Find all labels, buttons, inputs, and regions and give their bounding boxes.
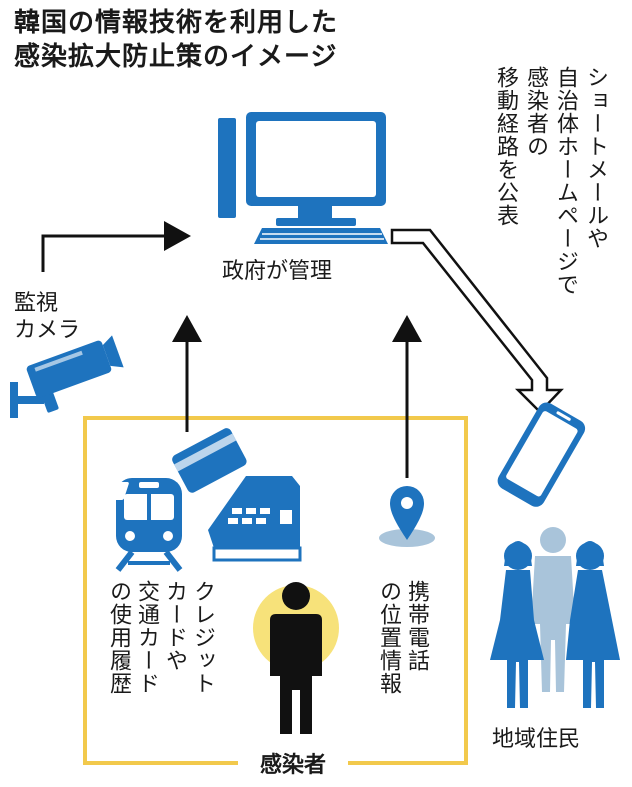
camera-label-line-1: 監視 (14, 291, 59, 316)
computer-icon (218, 112, 388, 244)
train-icon (115, 478, 183, 572)
diagram-title: 韓国の情報技術を利用した 感染拡大防止策のイメージ (14, 6, 338, 74)
location-pin-icon (379, 486, 435, 547)
publish-arrow (390, 228, 564, 414)
infected-person-icon (253, 582, 339, 734)
residents-label: 地域住民 (492, 727, 581, 752)
camera-label-line-2: カメラ (14, 318, 81, 343)
phone-location-text: 携帯電話 の位置情報 (376, 580, 429, 695)
card-terminal-icon (88, 476, 302, 562)
camera-to-government-arrow (41, 221, 191, 272)
smartphone-icon (497, 402, 586, 507)
title-line-2: 感染拡大防止策のイメージ (14, 42, 338, 72)
card-usage-history-text: クレジット カードや 交通カード の使用履歴 (106, 580, 215, 695)
title-line-1: 韓国の情報技術を利用した (14, 8, 339, 38)
cctv-camera-icon (10, 335, 124, 418)
residents-icon (490, 527, 620, 708)
credit-card-icon (172, 428, 247, 493)
camera-label: 監視 カメラ (14, 290, 80, 344)
infected-label: 感染者 (238, 750, 348, 782)
publish-note: ショートメールや 自治体ホームページで 感染者の 移動経路を公表 (493, 66, 608, 296)
government-label: 政府が管理 (222, 259, 333, 284)
